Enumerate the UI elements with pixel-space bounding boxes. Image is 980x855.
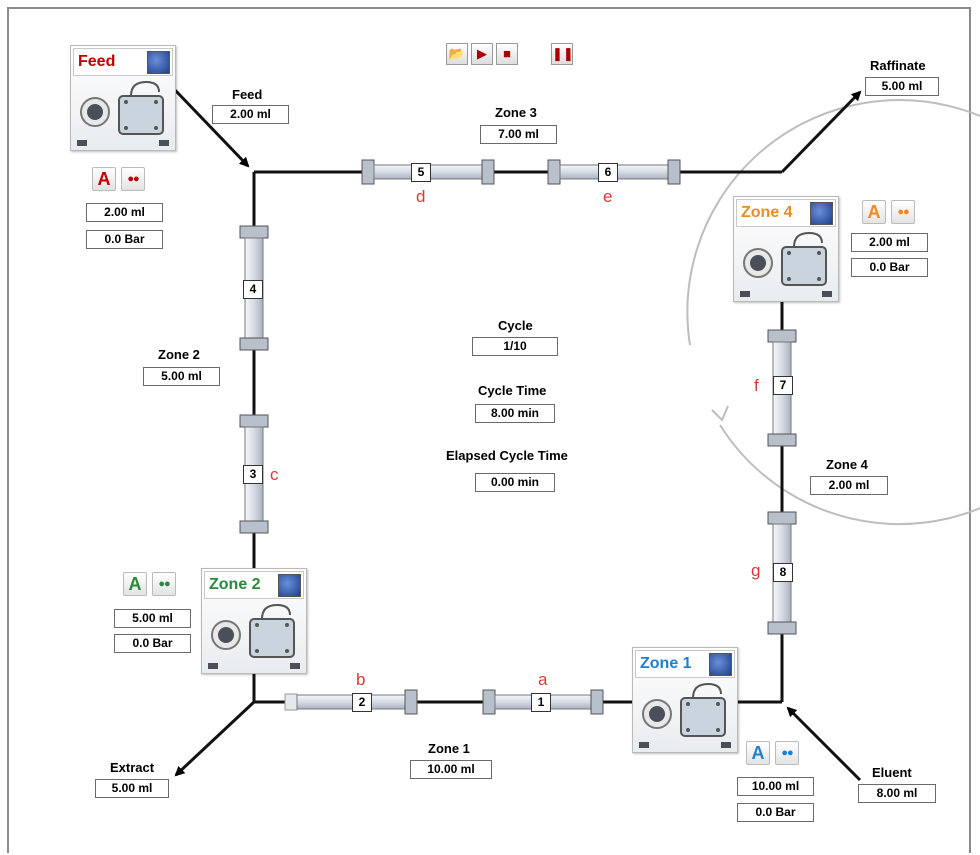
zone1-auto-button[interactable]: A	[746, 741, 770, 765]
raffinate-label: Raffinate	[870, 58, 926, 73]
feed-pump[interactable]: Feed	[70, 45, 176, 151]
zone3-label: Zone 3	[495, 105, 537, 120]
cycle-arrow	[686, 99, 980, 526]
cycle-time-value: 8.00 min	[475, 404, 555, 423]
zone1-pump-pressure: 0.0 Bar	[737, 803, 814, 822]
zone2-pump[interactable]: Zone 2	[201, 568, 307, 674]
pause-icon: ❚❚	[552, 46, 574, 61]
cycle-label: Cycle	[498, 318, 533, 333]
pump-name: Zone 2	[209, 576, 261, 593]
pump-name: Zone 1	[640, 655, 692, 672]
extract-label: Extract	[110, 760, 155, 775]
eluent-value: 8.00 ml	[858, 784, 936, 803]
zone4-pump-flow: 2.00 ml	[851, 233, 928, 252]
pump-icon	[639, 682, 731, 748]
zone2-label: Zone 2	[158, 347, 200, 362]
column-2-number[interactable]: 2	[352, 693, 372, 712]
column-1-letter: a	[538, 670, 548, 689]
status-led-icon[interactable]	[278, 574, 301, 597]
zone1-drops-icon[interactable]: ●●	[775, 741, 799, 765]
column-1-number[interactable]: 1	[531, 693, 551, 712]
column-8-number[interactable]: 8	[773, 563, 793, 582]
pump-icon	[208, 603, 300, 669]
status-led-icon[interactable]	[810, 202, 833, 225]
column-8-letter: g	[751, 561, 761, 580]
zone4-pump-pressure: 0.0 Bar	[851, 258, 928, 277]
column-2-letter: b	[356, 670, 366, 689]
zone2-pump-pressure: 0.0 Bar	[114, 634, 191, 653]
zone1-value: 10.00 ml	[410, 760, 492, 779]
zone3-value: 7.00 ml	[480, 125, 557, 144]
zone2-drops-icon[interactable]: ●●	[152, 572, 176, 596]
status-led-icon[interactable]	[147, 51, 170, 74]
elapsed-cycle-time-label: Elapsed Cycle Time	[446, 448, 568, 463]
eluent-label: Eluent	[872, 765, 912, 780]
zone1-pump-flow: 10.00 ml	[737, 777, 814, 796]
feed-pump-pressure: 0.0 Bar	[86, 230, 163, 249]
elapsed-cycle-time-value: 0.00 min	[475, 473, 555, 492]
column-6-letter: e	[603, 187, 613, 206]
pump-icon	[77, 80, 169, 146]
cycle-time-label: Cycle Time	[478, 383, 547, 398]
zone2-value: 5.00 ml	[143, 367, 220, 386]
pump-header: Zone 2	[204, 571, 304, 599]
feed-label: Feed	[232, 87, 263, 102]
pump-icon	[740, 231, 832, 297]
column-4-number[interactable]: 4	[243, 280, 263, 299]
play-icon: ▶	[477, 46, 487, 61]
zone4-label: Zone 4	[826, 457, 868, 472]
zone4-auto-button[interactable]: A	[862, 200, 886, 224]
play-button[interactable]: ▶	[471, 43, 493, 65]
zone2-auto-button[interactable]: A	[123, 572, 147, 596]
raffinate-value: 5.00 ml	[865, 77, 939, 96]
pump-name: Zone 4	[741, 204, 793, 221]
pump-header: Feed	[73, 48, 173, 76]
pump-header: Zone 1	[635, 650, 735, 678]
zone1-label: Zone 1	[428, 741, 470, 756]
feed-drops-icon[interactable]: ●●	[121, 167, 145, 191]
zone4-pump[interactable]: Zone 4	[733, 196, 839, 302]
column-3-letter: c	[270, 465, 279, 484]
cycle-value: 1/10	[472, 337, 558, 356]
column-7-number[interactable]: 7	[773, 376, 793, 395]
extract-value: 5.00 ml	[95, 779, 169, 798]
column-3-number[interactable]: 3	[243, 465, 263, 484]
column-7-letter: f	[754, 376, 759, 395]
zone1-pump[interactable]: Zone 1	[632, 647, 738, 753]
column-5-number[interactable]: 5	[411, 163, 431, 182]
feed-pump-flow: 2.00 ml	[86, 203, 163, 222]
stop-icon: ■	[503, 46, 511, 61]
pump-name: Feed	[78, 53, 116, 70]
feed-auto-button[interactable]: A	[92, 167, 116, 191]
column-6-number[interactable]: 6	[598, 163, 618, 182]
stop-button[interactable]: ■	[496, 43, 518, 65]
zone2-pump-flow: 5.00 ml	[114, 609, 191, 628]
folder-open-icon: 📂	[448, 46, 466, 61]
pump-header: Zone 4	[736, 199, 836, 227]
open-button[interactable]: 📂	[446, 43, 468, 65]
main-panel	[7, 7, 971, 853]
pause-button[interactable]: ❚❚	[551, 43, 574, 65]
column-5-letter: d	[416, 187, 426, 206]
status-led-icon[interactable]	[709, 653, 732, 676]
zone4-value: 2.00 ml	[810, 476, 888, 495]
feed-value: 2.00 ml	[212, 105, 289, 124]
zone4-drops-icon[interactable]: ●●	[891, 200, 915, 224]
